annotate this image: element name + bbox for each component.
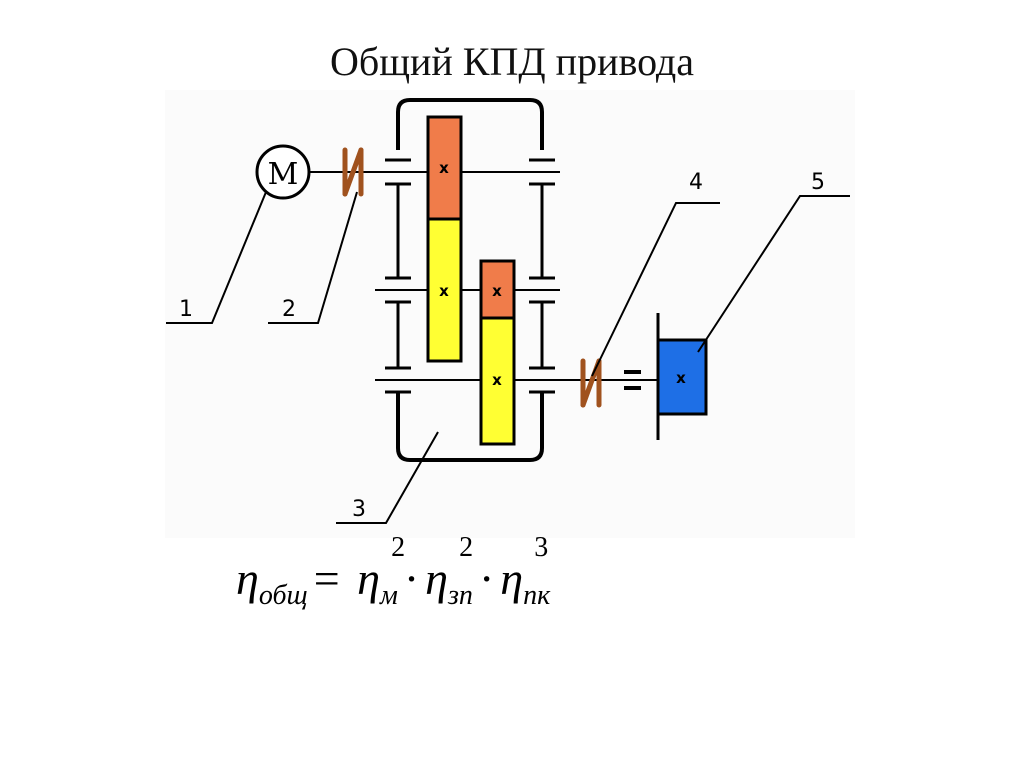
formula-dot-1: · [403, 553, 420, 604]
drum [656, 338, 708, 416]
gear-2-yellow [426, 217, 463, 363]
label-5: 5 [811, 170, 825, 195]
gear-3-mark: x [492, 282, 502, 300]
label-4: 4 [689, 170, 703, 195]
leader-lines [166, 191, 850, 524]
formula-dot-2: · [478, 553, 495, 604]
motor-letter: M [268, 157, 299, 192]
gearbox-housing [396, 98, 544, 462]
gear-4-yellow [479, 316, 516, 446]
bearings [385, 158, 555, 394]
drum-mark: x [676, 369, 686, 387]
gear-1-orange [426, 115, 463, 221]
label-2: 2 [282, 297, 296, 322]
page-title: Общий КПД привода [329, 39, 695, 84]
coupling-input [342, 147, 364, 197]
label-1: 1 [179, 297, 193, 322]
formula-equals: = [313, 553, 340, 604]
formula-lhs: ηобщ [236, 553, 308, 611]
output-bearing [624, 370, 641, 390]
gear-1-mark: x [439, 159, 449, 177]
gear-4-mark: x [492, 371, 502, 389]
gear-2-mark: x [439, 282, 449, 300]
label-3: 3 [352, 497, 366, 522]
